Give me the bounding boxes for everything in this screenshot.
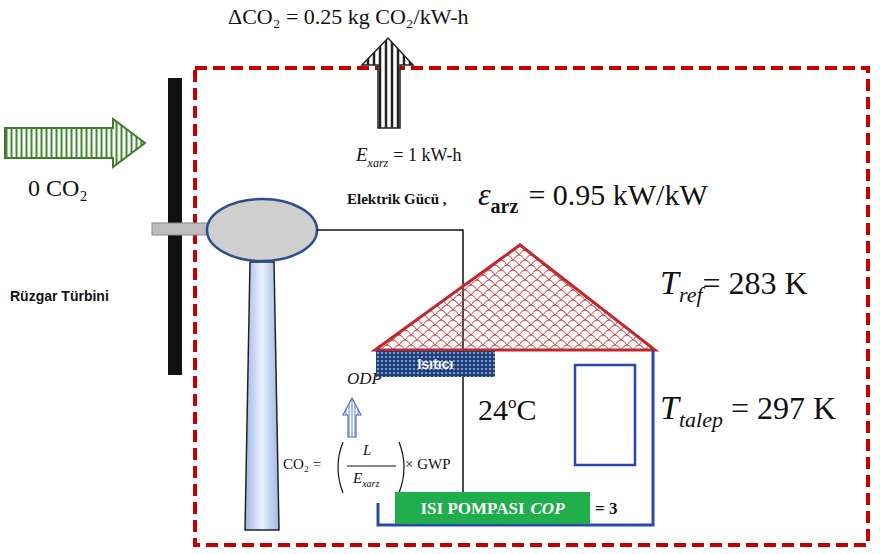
formula-paren (399, 442, 404, 493)
label-group: εarz= 0.95 kW/kW (478, 178, 708, 210)
turbine-nacelle (207, 199, 317, 261)
label-group: Exarz= 1 kW-h (356, 145, 461, 164)
turbine-label: Rüzgar Türbini (10, 289, 109, 303)
window (575, 365, 635, 465)
fraction-bar (347, 466, 396, 467)
label-group: CO₂ = (283, 457, 321, 472)
emission-value: ΔCO₂ = 0.25 kg CO₂/kW-h (228, 6, 469, 28)
label-group: Exarz (353, 471, 379, 486)
efficiency-subscript: arz (491, 196, 519, 216)
exergy-subscript: xarz (368, 157, 389, 169)
formula-numerator: L (363, 443, 371, 458)
turbine-tower (245, 262, 279, 530)
formula-denominator: E (353, 471, 362, 486)
node-text: Isıtıcı (418, 357, 454, 371)
cop-label: COP (531, 500, 565, 517)
temperature-subscript: ref (679, 284, 703, 306)
degree-mark: o (508, 394, 517, 411)
formula-paren (338, 442, 343, 493)
node-text: 24oC (478, 395, 537, 425)
heater-label: Isıtıcı (418, 357, 454, 371)
house-outline (375, 245, 655, 527)
exergy-value: = 1 kW-h (393, 146, 461, 164)
room-temperature-unit: C (517, 395, 537, 425)
temperature-value: = 283 K (703, 267, 808, 299)
temperature-value: = 297 K (731, 392, 836, 424)
formula-subscript: xarz (362, 479, 379, 489)
emission-arrow (362, 38, 413, 128)
room-temperature: 24 (478, 395, 508, 425)
power-label: Elektrik Gücü , (345, 192, 449, 207)
wind-input-arrow (5, 119, 145, 167)
label-group: L (363, 443, 371, 458)
label-group: × GWP (405, 457, 451, 472)
roof (375, 245, 655, 350)
temperature-symbol: T (660, 391, 679, 425)
label-group: Ttalep= 297 K (660, 391, 836, 425)
exergy-symbol: E (356, 145, 368, 164)
turbine-shaft (152, 223, 212, 235)
heat-pump-box: ISI POMPASICOP= 3 (395, 492, 590, 524)
input-emission: 0 CO₂ (28, 176, 88, 200)
efficiency-symbol: ε (478, 178, 491, 210)
label-group: 0 CO₂ (28, 176, 88, 200)
efficiency-value: = 0.95 kW/kW (528, 180, 707, 210)
temperature-symbol: T (660, 266, 679, 300)
label-group: Elektrik Gücü , (345, 192, 449, 207)
label-group: Rüzgar Türbini (10, 289, 109, 303)
heat-pump-label: ISI POMPASI (420, 500, 524, 517)
system-boundary (195, 68, 868, 545)
label-group: ΔCO₂ = 0.25 kg CO₂/kW-h (228, 6, 469, 28)
heater-box: Isıtıcı (376, 351, 495, 377)
house-node: IsıtıcıISI POMPASI COP = 3 24oC (375, 245, 655, 527)
temperature-subscript: talep (679, 409, 723, 431)
label-group: Tref= 283 K (660, 266, 808, 300)
odp-arrow (343, 398, 361, 437)
formula-term: × GWP (405, 457, 451, 472)
cop-value: = 3 (595, 500, 617, 517)
node-text: ISI POMPASI COP (420, 500, 564, 517)
formula-term: CO₂ = (283, 457, 321, 472)
